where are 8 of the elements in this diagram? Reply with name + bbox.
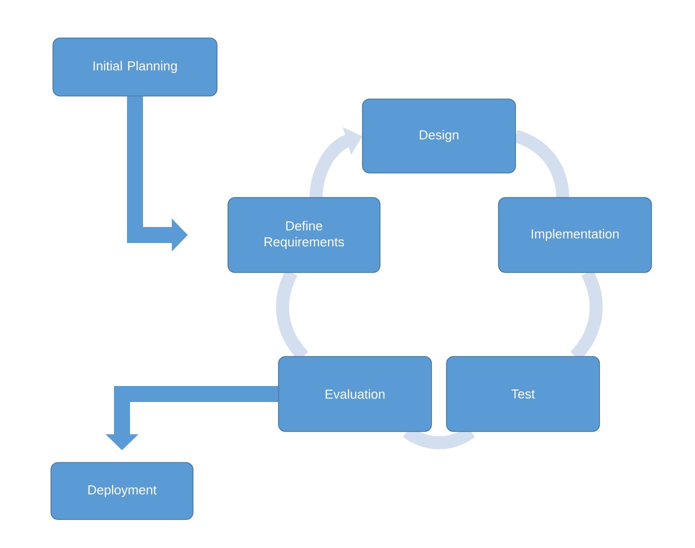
cycle-arc — [514, 130, 570, 198]
process-box: Implementation — [498, 197, 652, 273]
process-box: Evaluation — [278, 356, 432, 432]
process-box: Initial Planning — [52, 38, 218, 96]
process-box: Define Requirements — [228, 197, 380, 273]
process-box: Test — [446, 356, 600, 432]
process-box: Design — [362, 98, 516, 174]
process-box: Deployment — [50, 462, 194, 520]
